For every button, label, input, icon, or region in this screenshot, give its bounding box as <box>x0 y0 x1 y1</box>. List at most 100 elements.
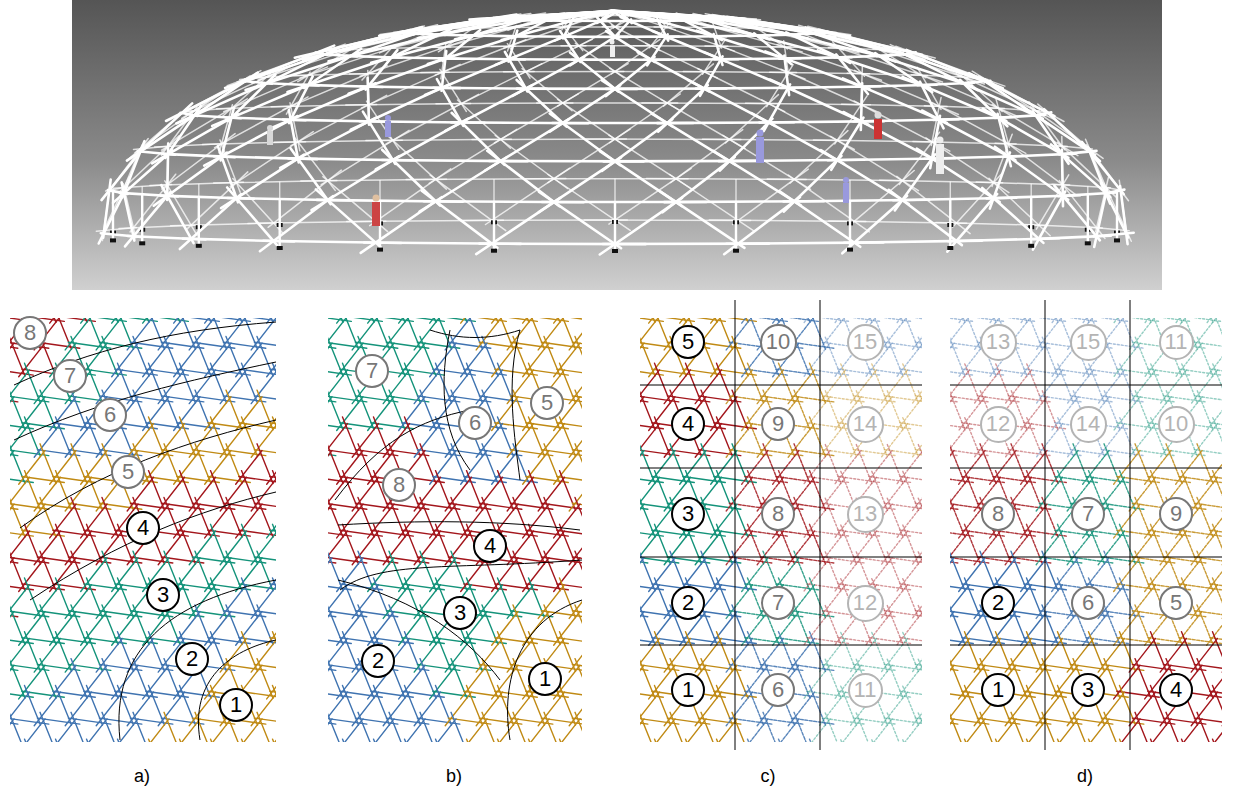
stick <box>1087 195 1089 243</box>
stick <box>405 739 421 742</box>
stick <box>127 638 153 672</box>
stick <box>436 363 452 403</box>
stick <box>205 719 231 742</box>
stick <box>328 612 332 646</box>
stick <box>640 444 655 484</box>
stick <box>664 531 690 565</box>
stick <box>461 665 487 699</box>
stick <box>748 471 764 511</box>
stick <box>742 451 768 485</box>
stick <box>436 685 452 725</box>
stick <box>279 199 281 247</box>
stick <box>819 585 845 619</box>
stick <box>127 370 153 404</box>
stick <box>25 632 41 672</box>
stick <box>611 19 631 40</box>
stick <box>96 585 122 619</box>
stick <box>887 444 903 484</box>
support-foot <box>139 241 145 245</box>
stick <box>267 504 276 538</box>
stick <box>445 638 471 672</box>
stick <box>436 417 452 457</box>
stick <box>554 504 580 538</box>
stick <box>328 659 343 699</box>
stick <box>842 196 907 254</box>
stick <box>257 605 273 645</box>
stick <box>352 424 378 458</box>
stick <box>189 477 215 511</box>
stick <box>112 318 138 323</box>
stick <box>383 424 409 458</box>
stick <box>680 318 706 323</box>
stick <box>174 343 200 377</box>
stick <box>420 712 436 742</box>
stick <box>513 336 529 376</box>
stick <box>586 138 741 140</box>
stick <box>34 585 60 619</box>
stick <box>383 585 409 619</box>
stick <box>374 685 390 725</box>
stick <box>538 318 564 350</box>
stick <box>180 524 196 564</box>
stick <box>205 504 231 538</box>
stick <box>25 685 41 725</box>
stick <box>990 152 1010 208</box>
stick <box>368 318 394 323</box>
stick <box>711 343 737 377</box>
stick <box>71 498 87 538</box>
stick <box>732 336 748 376</box>
stick <box>445 692 471 726</box>
stick <box>872 363 888 403</box>
stick <box>819 424 845 458</box>
stick <box>655 471 671 511</box>
stick <box>841 524 857 564</box>
stick <box>575 444 582 484</box>
stick <box>575 318 582 322</box>
stick <box>414 424 440 458</box>
stick <box>189 531 215 565</box>
stick <box>544 712 560 742</box>
stick <box>881 585 907 619</box>
stick <box>251 692 276 726</box>
stick <box>794 390 810 430</box>
stick <box>476 370 502 404</box>
stick <box>205 397 231 431</box>
stick <box>195 498 211 538</box>
stick <box>554 558 580 592</box>
stick <box>414 477 440 511</box>
stick <box>804 451 830 485</box>
stick <box>649 451 675 485</box>
stick <box>10 498 25 538</box>
stick <box>493 202 495 250</box>
stick <box>680 451 706 485</box>
stick <box>10 397 14 431</box>
stick <box>711 397 737 431</box>
stick <box>711 318 737 323</box>
stick <box>337 504 363 538</box>
stick <box>399 665 425 699</box>
stick <box>102 712 118 742</box>
stick <box>19 665 45 699</box>
stick <box>640 336 655 376</box>
stick <box>1116 192 1118 240</box>
stick <box>640 343 644 377</box>
stick <box>180 471 196 511</box>
stick <box>399 719 425 742</box>
stick <box>467 685 483 725</box>
stick <box>374 524 390 564</box>
stick <box>467 471 483 511</box>
stick <box>897 343 922 377</box>
stick <box>560 578 576 618</box>
stick <box>544 336 560 376</box>
stick <box>195 336 211 376</box>
stick <box>554 451 580 485</box>
stick <box>236 318 262 323</box>
stick <box>40 712 56 742</box>
stick <box>352 477 378 511</box>
stick <box>810 417 826 457</box>
stick <box>405 685 421 725</box>
stick <box>498 363 514 403</box>
pattern-c <box>640 318 922 742</box>
stick <box>764 84 790 131</box>
stick <box>56 739 72 742</box>
